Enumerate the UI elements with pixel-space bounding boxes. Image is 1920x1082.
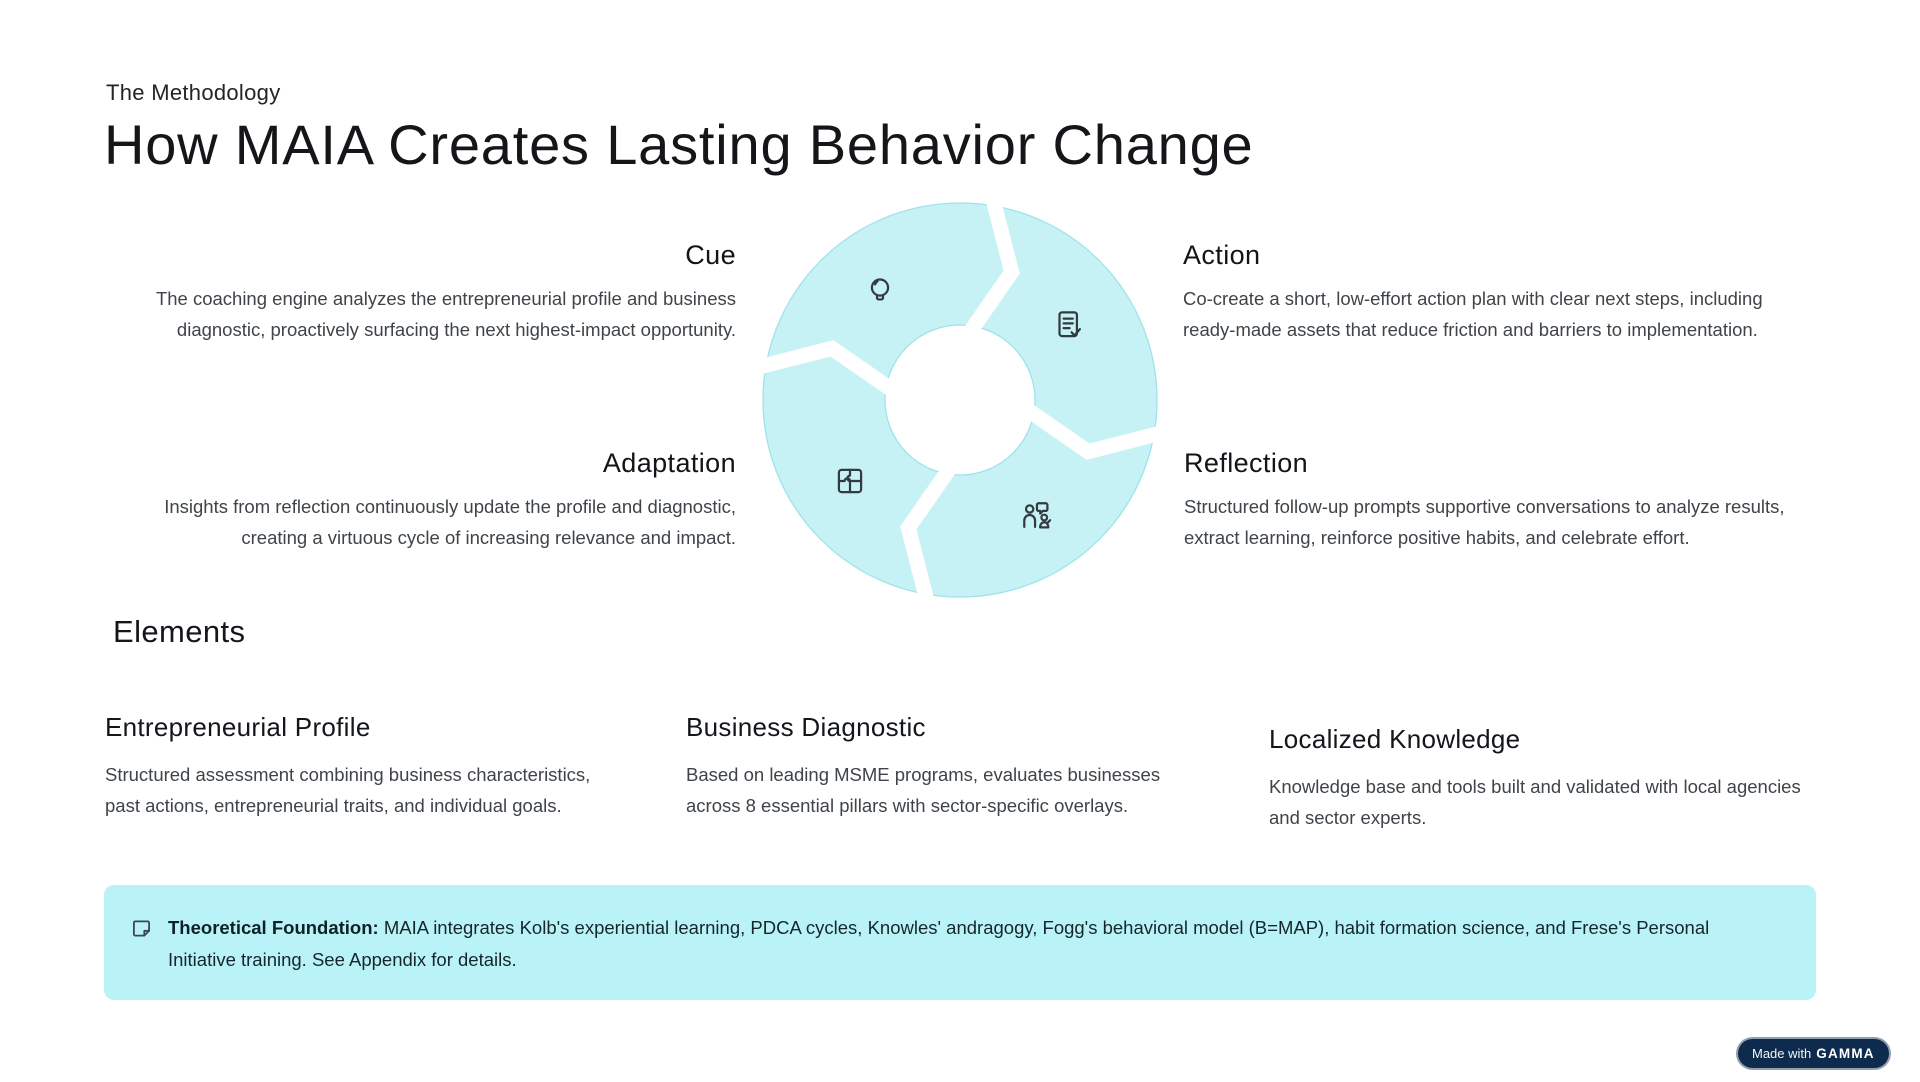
cycle-step-label: Adaptation: [602, 448, 736, 478]
conversation-people-icon: [1017, 496, 1055, 534]
element-title: Localized Knowledge: [1269, 724, 1521, 754]
section-eyebrow: The Methodology: [106, 80, 281, 105]
cycle-step-description: Insights from reflection continuously up…: [164, 496, 736, 548]
page-title: How MAIA Creates Lasting Behavior Change: [104, 113, 1254, 176]
cycle-step-action: Action Co-create a short, low-effort act…: [1183, 240, 1803, 345]
puzzle-icon: [831, 462, 869, 500]
element-title: Business Diagnostic: [686, 712, 926, 742]
gamma-logo: GAMMA: [1816, 1046, 1875, 1061]
checklist-document-icon: [1050, 306, 1088, 344]
separator-bottom: [900, 463, 957, 615]
lightbulb-icon: [861, 273, 899, 311]
cycle-donut: [745, 185, 1175, 615]
cycle-step-description: Structured follow-up prompts supportive …: [1184, 496, 1785, 548]
made-with-gamma-badge[interactable]: Made with GAMMA: [1736, 1037, 1891, 1070]
callout-title: Theoretical Foundation:: [168, 917, 379, 938]
cycle-step-label: Cue: [685, 240, 736, 270]
cycle-step-label: Reflection: [1184, 448, 1309, 478]
theoretical-foundation-callout: Theoretical Foundation: MAIA integrates …: [104, 885, 1816, 1000]
element-description: Knowledge base and tools built and valid…: [1269, 776, 1801, 828]
separator-top: [963, 185, 1020, 337]
note-icon: [130, 917, 154, 941]
cycle-step-reflection: Reflection Structured follow-up prompts …: [1184, 448, 1829, 553]
elements-section-title: Elements: [113, 614, 246, 649]
element-description: Based on leading MSME programs, evaluate…: [686, 764, 1161, 816]
callout-body: MAIA integrates Kolb's experiential lear…: [168, 917, 1710, 970]
element-title: Entrepreneurial Profile: [105, 712, 371, 742]
badge-prefix: Made with: [1752, 1046, 1812, 1061]
cycle-step-label: Action: [1183, 240, 1261, 270]
cycle-diagram: [745, 185, 1175, 615]
separator-left: [745, 340, 897, 397]
cycle-step-cue: Cue The coaching engine analyzes the ent…: [105, 240, 736, 345]
cycle-step-adaptation: Adaptation Insights from reflection cont…: [105, 448, 736, 553]
callout-text: Theoretical Foundation: MAIA integrates …: [168, 912, 1748, 976]
element-business-diagnostic: Business Diagnostic Based on leading MSM…: [686, 712, 1186, 821]
element-entrepreneurial-profile: Entrepreneurial Profile Structured asses…: [105, 712, 625, 821]
cycle-step-description: The coaching engine analyzes the entrepr…: [155, 288, 736, 340]
element-localized-knowledge: Localized Knowledge Knowledge base and t…: [1269, 724, 1834, 833]
cycle-step-description: Co-create a short, low-effort action pla…: [1183, 288, 1763, 340]
separator-right: [1023, 403, 1175, 460]
element-description: Structured assessment combining business…: [105, 764, 591, 816]
